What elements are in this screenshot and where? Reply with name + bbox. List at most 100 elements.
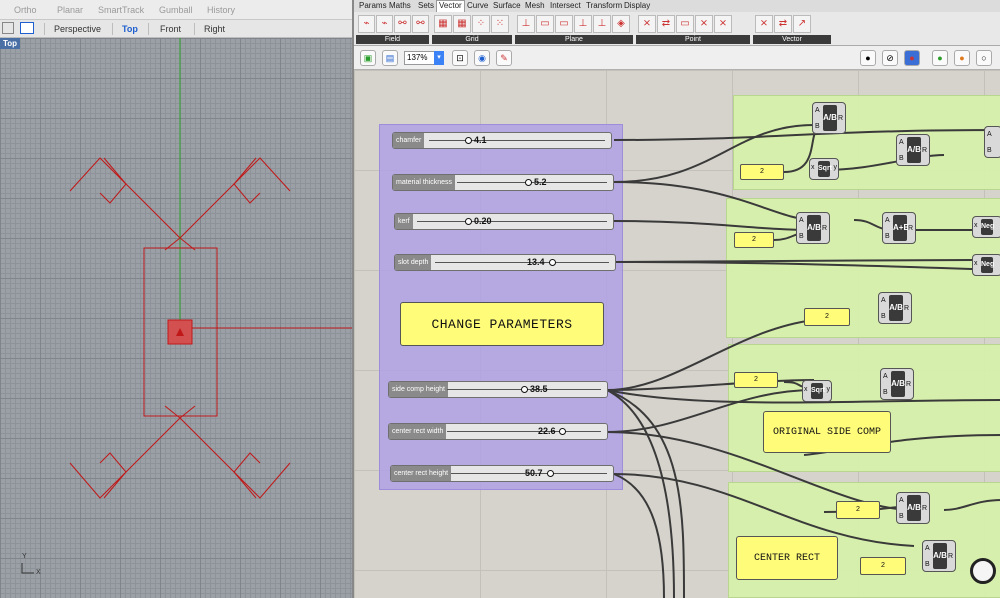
vector-tool-icon[interactable]: ↗ [793, 15, 811, 33]
original-side-comp-panel[interactable]: ORIGINAL SIDE COMP [763, 411, 891, 453]
tab-transform[interactable]: Transform [586, 1, 623, 10]
planar-toggle[interactable]: Planar [57, 5, 84, 15]
viewport-label[interactable]: Top [0, 38, 21, 49]
number-panel[interactable]: 2 [734, 232, 774, 248]
divide-component[interactable]: A B A/B R [878, 292, 912, 324]
tab-params[interactable]: Params [359, 1, 387, 10]
number-panel[interactable]: 2 [734, 372, 778, 388]
tab-perspective[interactable]: Perspective [54, 24, 102, 34]
rhino-status-toolbar: Ortho Planar SmartTrack Gumball History [0, 0, 352, 20]
sqrt-component[interactable]: x Sqrt y [809, 158, 839, 180]
navigation-wheel-icon[interactable] [970, 558, 996, 584]
divide-component[interactable]: A B A/B R [812, 102, 846, 134]
sqrt-component[interactable]: x Sqrt y [802, 380, 832, 402]
tab-mesh[interactable]: Mesh [525, 1, 545, 10]
chevron-down-icon[interactable]: ▾ [434, 51, 444, 65]
tab-maths[interactable]: Maths [389, 1, 411, 10]
slider-knob[interactable] [547, 470, 554, 477]
tab-intersect[interactable]: Intersect [550, 1, 581, 10]
slider-knob[interactable] [465, 218, 472, 225]
grid-tool-icon[interactable]: ⁙ [491, 15, 509, 33]
point-tool-icon[interactable]: ▭ [676, 15, 694, 33]
tab-top[interactable]: Top [122, 24, 138, 34]
number-panel[interactable]: 2 [836, 501, 880, 519]
save-icon[interactable]: ▤ [382, 50, 398, 66]
slider-knob[interactable] [465, 137, 472, 144]
shaded-preview-icon[interactable]: ● [904, 50, 920, 66]
tab-display[interactable]: Display [624, 1, 651, 10]
smarttrack-toggle[interactable]: SmartTrack [98, 5, 145, 15]
slider-material-thickness[interactable]: material thickness 5.2 [392, 174, 614, 191]
divide-component[interactable]: A B A/B R [896, 492, 930, 524]
grid-tool-icon[interactable]: ▦ [453, 15, 471, 33]
field-tool-icon[interactable]: ⚯ [394, 15, 411, 33]
slider-chamfer[interactable]: chamfer 4.1 [392, 132, 612, 149]
slider-center-rect-height[interactable]: center rect height 50.7 [390, 465, 614, 482]
preview-off-icon[interactable]: ● [860, 50, 876, 66]
preview-eye-icon[interactable]: ◉ [474, 50, 490, 66]
slider-side-comp-height[interactable]: side comp height 38.5 [388, 381, 608, 398]
number-panel[interactable]: 2 [740, 164, 784, 180]
tab-vector[interactable]: Vector [436, 0, 465, 12]
divide-component[interactable]: A B A/B R [796, 212, 830, 244]
slider-knob[interactable] [521, 386, 528, 393]
vector-tool-icon[interactable]: ⨯ [755, 15, 773, 33]
plane-tool-icon[interactable]: ◈ [612, 15, 630, 33]
number-panel[interactable]: 2 [860, 557, 906, 575]
plane-tool-icon[interactable]: ▭ [536, 15, 554, 33]
selected-preview-icon[interactable]: ● [932, 50, 948, 66]
point-tool-icon[interactable]: ⨯ [695, 15, 713, 33]
preview-settings-icon[interactable]: ○ [976, 50, 992, 66]
divide-component[interactable]: A B A/B R [880, 368, 914, 400]
grid-tool-icon[interactable]: ⁘ [472, 15, 490, 33]
top-viewport[interactable]: Top Y X [0, 38, 352, 598]
point-tool-icon[interactable]: ⨯ [638, 15, 656, 33]
slider-knob[interactable] [525, 179, 532, 186]
open-file-icon[interactable]: ▣ [360, 50, 376, 66]
history-toggle[interactable]: History [207, 5, 236, 15]
add-component[interactable]: A B A+B R [882, 212, 916, 244]
negative-component[interactable]: x Neg [972, 216, 1000, 238]
sketch-icon[interactable]: ✎ [496, 50, 512, 66]
gumball-toggle[interactable]: Gumball [159, 5, 193, 15]
tab-right[interactable]: Right [204, 24, 226, 34]
mesh-quality-icon[interactable]: ● [954, 50, 970, 66]
ortho-toggle[interactable]: Ortho [14, 5, 37, 15]
ribbon-group-grid: ▦▦⁘⁙ Grid [432, 14, 512, 44]
slider-center-rect-width[interactable]: center rect width 22.6 [388, 423, 608, 440]
divide-component[interactable]: A B [984, 126, 1000, 158]
plane-tool-icon[interactable]: ⊥ [517, 15, 535, 33]
definition-canvas[interactable]: chamfer 4.1 material thickness 5.2 kerf … [354, 70, 1000, 598]
wireframe-icon[interactable]: ⊘ [882, 50, 898, 66]
slider-value: 13.4 [527, 257, 545, 267]
plane-tool-icon[interactable]: ⊥ [574, 15, 592, 33]
slider-knob[interactable] [559, 428, 566, 435]
zoom-extents-icon[interactable]: ⊡ [452, 50, 468, 66]
point-tool-icon[interactable]: ⨯ [714, 15, 732, 33]
tab-curve[interactable]: Curve [467, 1, 489, 10]
four-view-icon[interactable] [2, 22, 14, 34]
center-rect-panel[interactable]: CENTER RECT [736, 536, 838, 580]
field-tool-icon[interactable]: ⌁ [358, 15, 375, 33]
divide-component[interactable]: A B A/B R [896, 134, 930, 166]
vector-tool-icon[interactable]: ⇄ [774, 15, 792, 33]
field-tool-icon[interactable]: ⌁ [376, 15, 393, 33]
plane-tool-icon[interactable]: ⊥ [593, 15, 611, 33]
plane-tool-icon[interactable]: ▭ [555, 15, 573, 33]
tab-sets[interactable]: Sets [418, 1, 435, 10]
tab-front[interactable]: Front [160, 24, 182, 34]
tab-surface[interactable]: Surface [493, 1, 521, 10]
negative-component[interactable]: x Neg [972, 254, 1000, 276]
slider-slot-depth[interactable]: slot depth 13.4 [394, 254, 616, 271]
divide-component[interactable]: A B A/B R [922, 540, 956, 572]
field-tool-icon[interactable]: ⚯ [412, 15, 429, 33]
point-tool-icon[interactable]: ⇄ [657, 15, 675, 33]
single-view-icon[interactable] [20, 22, 34, 34]
slider-knob[interactable] [549, 259, 556, 266]
component-ribbon: ⌁⌁⚯⚯ Field ▦▦⁘⁙ Grid ⊥▭▭⊥⊥◈ Plane ⨯⇄▭⨯⨯ … [354, 12, 1000, 46]
change-parameters-panel[interactable]: CHANGE PARAMETERS [400, 302, 604, 346]
grid-tool-icon[interactable]: ▦ [434, 15, 452, 33]
number-panel[interactable]: 2 [804, 308, 850, 326]
slider-kerf[interactable]: kerf 0.20 [394, 213, 614, 230]
slider-label: material thickness [393, 175, 456, 190]
